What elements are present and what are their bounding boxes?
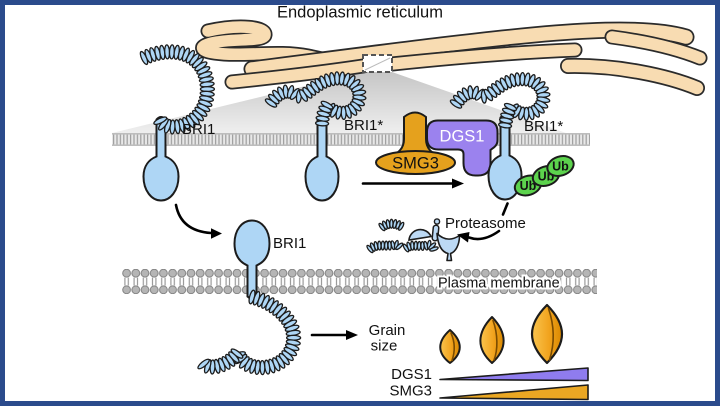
legend-smg3-label: SMG3 <box>389 383 432 400</box>
bri1star-mid-label: BRI1* <box>344 117 383 134</box>
er-tubules <box>195 19 708 96</box>
protein-fragment-stem <box>433 226 438 240</box>
legend-dgs1-label: DGS1 <box>391 366 432 383</box>
ubiquitin <box>546 155 575 177</box>
dgs1-shape <box>426 119 499 177</box>
coil-segments <box>139 44 216 135</box>
grain-label-line1: Grain <box>369 322 406 339</box>
bri1star-right-label: BRI1* <box>524 118 563 135</box>
coil-segments <box>264 71 367 127</box>
protein-fragment-dot <box>433 218 441 225</box>
grain-small <box>439 329 461 364</box>
protein-fragment-half-disc <box>408 228 433 241</box>
smg3-gradient-wedge <box>439 384 589 401</box>
degradation-products: Proteasome <box>366 202 526 262</box>
smg3-protein: SMG3 <box>375 111 456 175</box>
dgs1-label: DGS1 <box>440 128 485 146</box>
proteasome-label: Proteasome <box>445 215 526 232</box>
coil-segments <box>197 289 302 376</box>
legend: DGS1 SMG3 <box>389 366 589 401</box>
ub-label: Ub <box>520 179 537 193</box>
coil-segments <box>449 71 551 129</box>
grain-medium <box>479 316 505 364</box>
receptor-bri1star-mid <box>264 71 367 202</box>
receptor-bri1star-right <box>449 71 551 201</box>
protein-fragment-goblet <box>436 232 461 262</box>
dgs1-gradient-wedge <box>439 367 589 382</box>
ubiquitin-chain: Ub Ub Ub <box>513 155 575 197</box>
plasma-membrane: Plasma membrane <box>122 269 597 294</box>
coil-segments <box>378 218 405 232</box>
degradation-tick <box>501 202 509 216</box>
smg3-label: SMG3 <box>392 155 439 173</box>
magnifier-cone <box>112 72 566 133</box>
plasma-membrane-label: Plasma membrane <box>438 276 560 292</box>
coil-segments <box>402 239 439 253</box>
grain-label-line2: size <box>371 338 398 355</box>
receptor-bri1-er <box>139 44 216 202</box>
bri1-pm-label: BRI1 <box>273 235 306 252</box>
magnifier-box <box>362 54 393 73</box>
arrow-smg3-to-degradation <box>361 178 464 189</box>
dgs1-protein: DGS1 <box>426 119 499 177</box>
receptor-bri1-pm: BRI1 <box>197 219 306 376</box>
ub-label: Ub <box>552 160 569 174</box>
grain-large <box>531 303 563 365</box>
bri1-er-label: BRI1 <box>182 121 215 138</box>
arrow-er-to-pm <box>174 203 222 239</box>
grain-size-section: Grain size <box>310 303 563 365</box>
smg3-base <box>375 150 456 175</box>
coil-segments <box>366 239 404 254</box>
arrow-to-proteasome <box>457 229 501 243</box>
er-title: Endoplasmic reticulum <box>277 4 443 22</box>
arrow-to-grain-size <box>310 330 358 340</box>
